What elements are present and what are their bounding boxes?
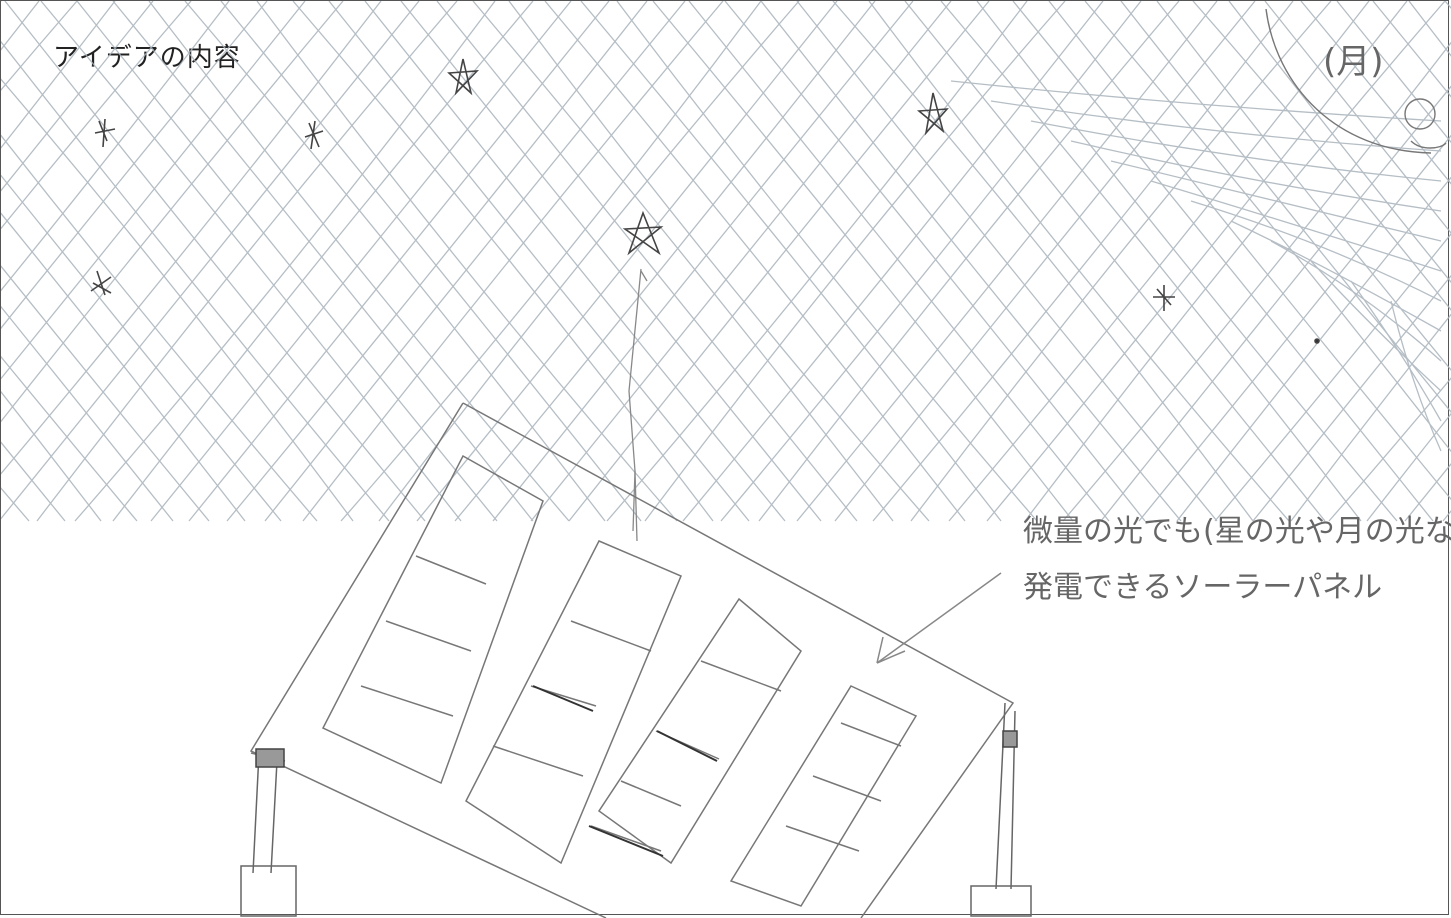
night-sky-hatching	[1, 1, 1451, 522]
solar-panel	[249, 402, 1015, 918]
star-icon	[916, 92, 949, 136]
annotation-line-2: 発電できるソーラーパネル	[1023, 570, 1382, 605]
star-icon	[90, 270, 112, 296]
cell-emphasis	[532, 685, 718, 857]
annotation-line-1: 微量の光でも(星の光や月の光など)	[1023, 514, 1451, 549]
moon-label: (月)	[1323, 42, 1384, 82]
star-icon	[1314, 338, 1320, 344]
star-icon	[94, 118, 116, 148]
star-icon	[304, 120, 324, 150]
star-marks	[90, 58, 1320, 344]
annotation-arrow	[876, 572, 1002, 664]
moon-drawing	[1265, 8, 1447, 154]
star-icon	[1153, 285, 1175, 311]
light-rays	[628, 268, 648, 542]
panel-supports	[240, 702, 1032, 917]
sheet-title: アイデアの内容	[53, 43, 241, 73]
star-icon	[447, 58, 480, 96]
star-icon	[622, 210, 664, 256]
